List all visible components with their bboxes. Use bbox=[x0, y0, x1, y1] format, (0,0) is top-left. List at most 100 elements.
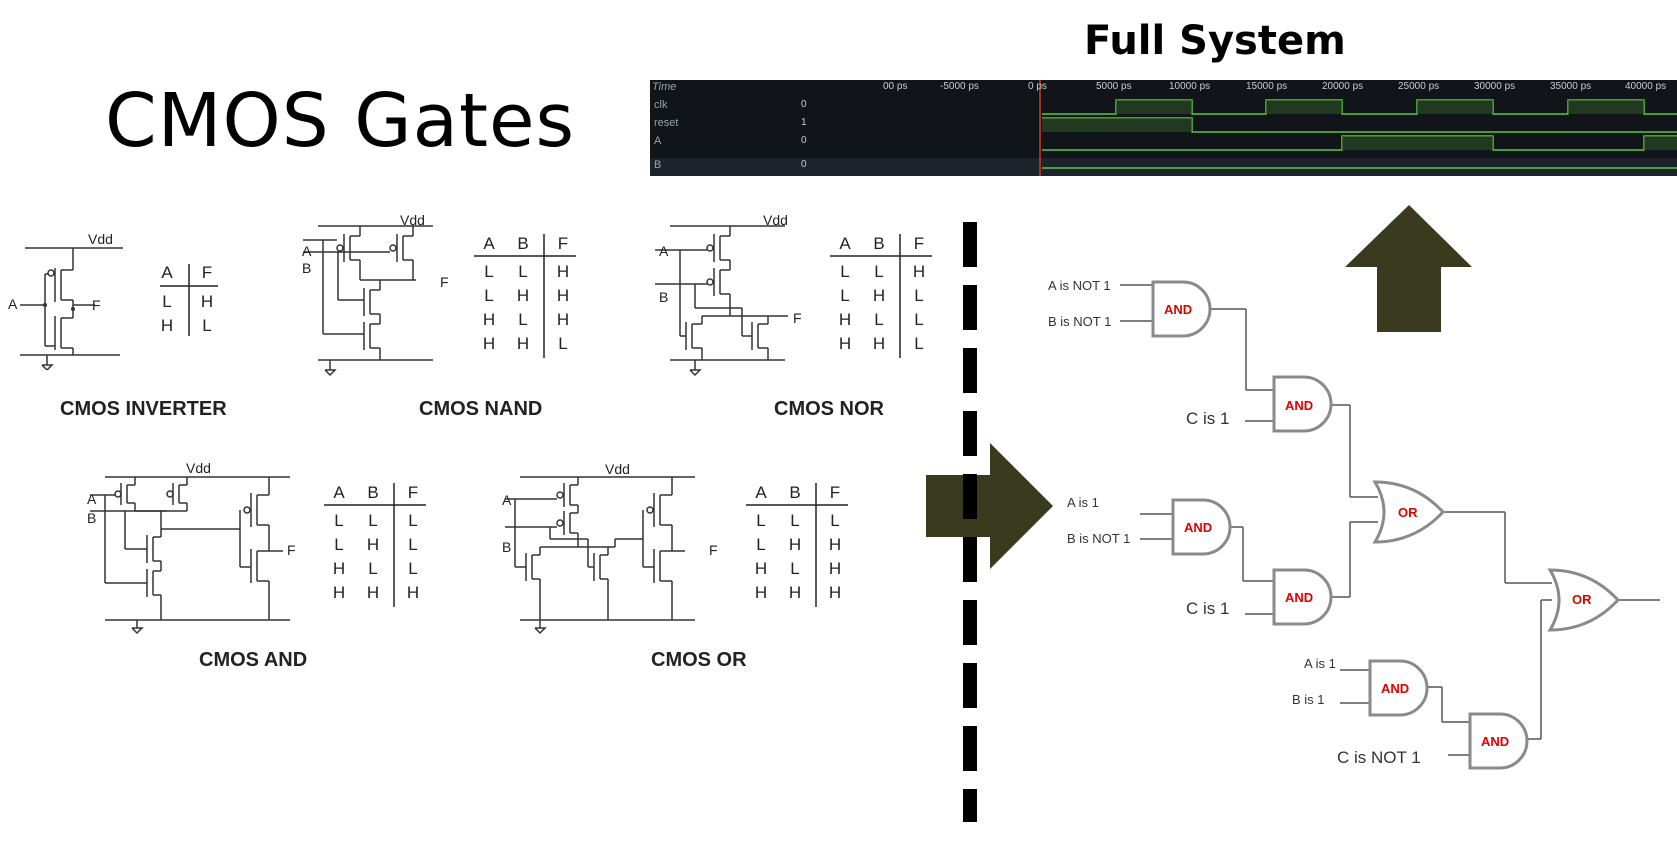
nand-table-cell: L bbox=[484, 262, 494, 281]
nor-table-cell: L bbox=[874, 310, 884, 329]
waveform-tick: 00 ps bbox=[883, 81, 908, 92]
nand-table-cell: L bbox=[518, 262, 528, 281]
nand-truth-table-lines bbox=[474, 234, 576, 358]
waveform-tick: 40000 ps bbox=[1625, 81, 1667, 92]
nor-table-cell: L bbox=[914, 286, 924, 305]
signal-value-a: 0 bbox=[801, 135, 807, 146]
and-caption: CMOS AND bbox=[199, 649, 308, 671]
nor-table-header: A bbox=[839, 234, 851, 253]
nand-table-header: A bbox=[483, 234, 495, 253]
input-label-c-is-1: C is 1 bbox=[1186, 409, 1230, 428]
or-table-cell: H bbox=[788, 583, 802, 602]
nand-table-cell: H bbox=[556, 262, 570, 281]
nor-table-cell: L bbox=[914, 310, 924, 329]
waveform-tick: 25000 ps bbox=[1398, 81, 1440, 92]
signal-value-clk: 0 bbox=[801, 99, 807, 110]
or-table-cell: H bbox=[788, 535, 802, 554]
page-title: CMOS Gates bbox=[105, 78, 576, 164]
inverter-vdd-label: Vdd bbox=[88, 231, 113, 247]
nand-table-cell: L bbox=[484, 286, 494, 305]
nand-table-cell: H bbox=[482, 310, 496, 329]
or-vdd-label: Vdd bbox=[605, 461, 630, 477]
nor-vdd-label: Vdd bbox=[763, 212, 788, 228]
or-table-cell: H bbox=[828, 583, 842, 602]
waveform-tick: 35000 ps bbox=[1550, 81, 1592, 92]
or-table-cell: L bbox=[830, 511, 840, 530]
nand-input-b-label: B bbox=[302, 260, 312, 276]
input-label-a-is-1: A is 1 bbox=[1067, 495, 1099, 510]
or-input-a-label: A bbox=[502, 492, 512, 508]
or-table-cell: H bbox=[754, 583, 768, 602]
and-table-header: F bbox=[407, 483, 419, 502]
and-table-cell: H bbox=[366, 583, 380, 602]
inverter-table-cell: H bbox=[200, 292, 214, 311]
waveform-tick: 5000 ps bbox=[1096, 81, 1132, 92]
waveform-tick: 10000 ps bbox=[1169, 81, 1211, 92]
and-table-header: A bbox=[333, 483, 345, 502]
or-table-cell: L bbox=[790, 559, 800, 578]
and-table-cell: H bbox=[332, 559, 346, 578]
or-table-cell: H bbox=[828, 535, 842, 554]
or-gate-2-label: OR bbox=[1572, 592, 1592, 607]
and-table-cell: H bbox=[366, 535, 380, 554]
input-label-b-not-1: B is NOT 1 bbox=[1048, 314, 1112, 329]
nand-table-cell: H bbox=[556, 310, 570, 329]
dashed-divider bbox=[963, 222, 977, 822]
inverter-table-header: A bbox=[161, 263, 173, 282]
input-label-b-not-1: B is NOT 1 bbox=[1067, 531, 1131, 546]
and-gate-5-label: AND bbox=[1381, 681, 1409, 696]
nand-output-label: F bbox=[440, 274, 449, 290]
nand-input-a-label: A bbox=[302, 243, 312, 259]
inverter-output-label: F bbox=[92, 297, 101, 313]
waveform-tick: 0 ps bbox=[1028, 81, 1047, 92]
inverter-table-cell: L bbox=[162, 292, 172, 311]
nor-table-cell: H bbox=[912, 262, 926, 281]
or-caption: CMOS OR bbox=[651, 649, 747, 671]
and-vdd-label: Vdd bbox=[186, 460, 211, 476]
and-gate-3-label: AND bbox=[1184, 520, 1212, 535]
nand-table-cell: L bbox=[518, 310, 528, 329]
waveform-viewer[interactable]: Time 00 ps -5000 ps 0 ps 5000 ps 10000 p… bbox=[650, 80, 1677, 176]
inverter-table-header: F bbox=[201, 263, 213, 282]
or-table-cell: H bbox=[754, 559, 768, 578]
or-input-b-label: B bbox=[502, 539, 512, 555]
nor-table-cell: L bbox=[840, 286, 850, 305]
nor-schematic bbox=[655, 225, 788, 377]
or-table-header: A bbox=[755, 483, 767, 502]
and-truth-table-lines bbox=[324, 483, 426, 607]
waveform-header: Time bbox=[652, 81, 677, 93]
and-table-cell: L bbox=[368, 559, 378, 578]
nor-table-header: F bbox=[913, 234, 925, 253]
or-gate-1-label: OR bbox=[1398, 505, 1418, 520]
inverter-input-label: A bbox=[8, 296, 18, 312]
and-table-cell: L bbox=[334, 535, 344, 554]
or-table-cell: L bbox=[790, 511, 800, 530]
nor-table-header: B bbox=[873, 234, 885, 253]
input-label-c-not-1: C is NOT 1 bbox=[1337, 748, 1421, 767]
right-arrow-icon bbox=[926, 443, 1053, 569]
or-schematic bbox=[505, 476, 695, 635]
and-table-cell: H bbox=[332, 583, 346, 602]
nor-table-cell: L bbox=[874, 262, 884, 281]
input-label-c-is-1: C is 1 bbox=[1186, 599, 1230, 618]
signal-name-a[interactable]: A bbox=[654, 135, 662, 147]
nor-table-cell: H bbox=[838, 310, 852, 329]
and-table-header: B bbox=[367, 483, 379, 502]
signal-name-b[interactable]: B bbox=[654, 159, 662, 171]
or-truth-table-lines bbox=[746, 483, 848, 607]
signal-value-reset: 1 bbox=[801, 117, 807, 128]
signal-name-clk[interactable]: clk bbox=[654, 99, 668, 111]
full-system-title: Full System bbox=[1084, 18, 1346, 64]
and-gate-6-label: AND bbox=[1481, 734, 1509, 749]
signal-name-reset[interactable]: reset bbox=[654, 117, 679, 129]
waveform-tick: 30000 ps bbox=[1474, 81, 1516, 92]
nand-table-cell: H bbox=[516, 286, 530, 305]
and-gate-1-label: AND bbox=[1164, 302, 1192, 317]
or-table-header: F bbox=[829, 483, 841, 502]
waveform-tick: -5000 ps bbox=[940, 81, 979, 92]
nor-table-cell: L bbox=[840, 262, 850, 281]
or-table-cell: L bbox=[756, 511, 766, 530]
signal-value-b: 0 bbox=[801, 159, 807, 170]
waveform-tick: 15000 ps bbox=[1246, 81, 1288, 92]
or-table-cell: L bbox=[756, 535, 766, 554]
